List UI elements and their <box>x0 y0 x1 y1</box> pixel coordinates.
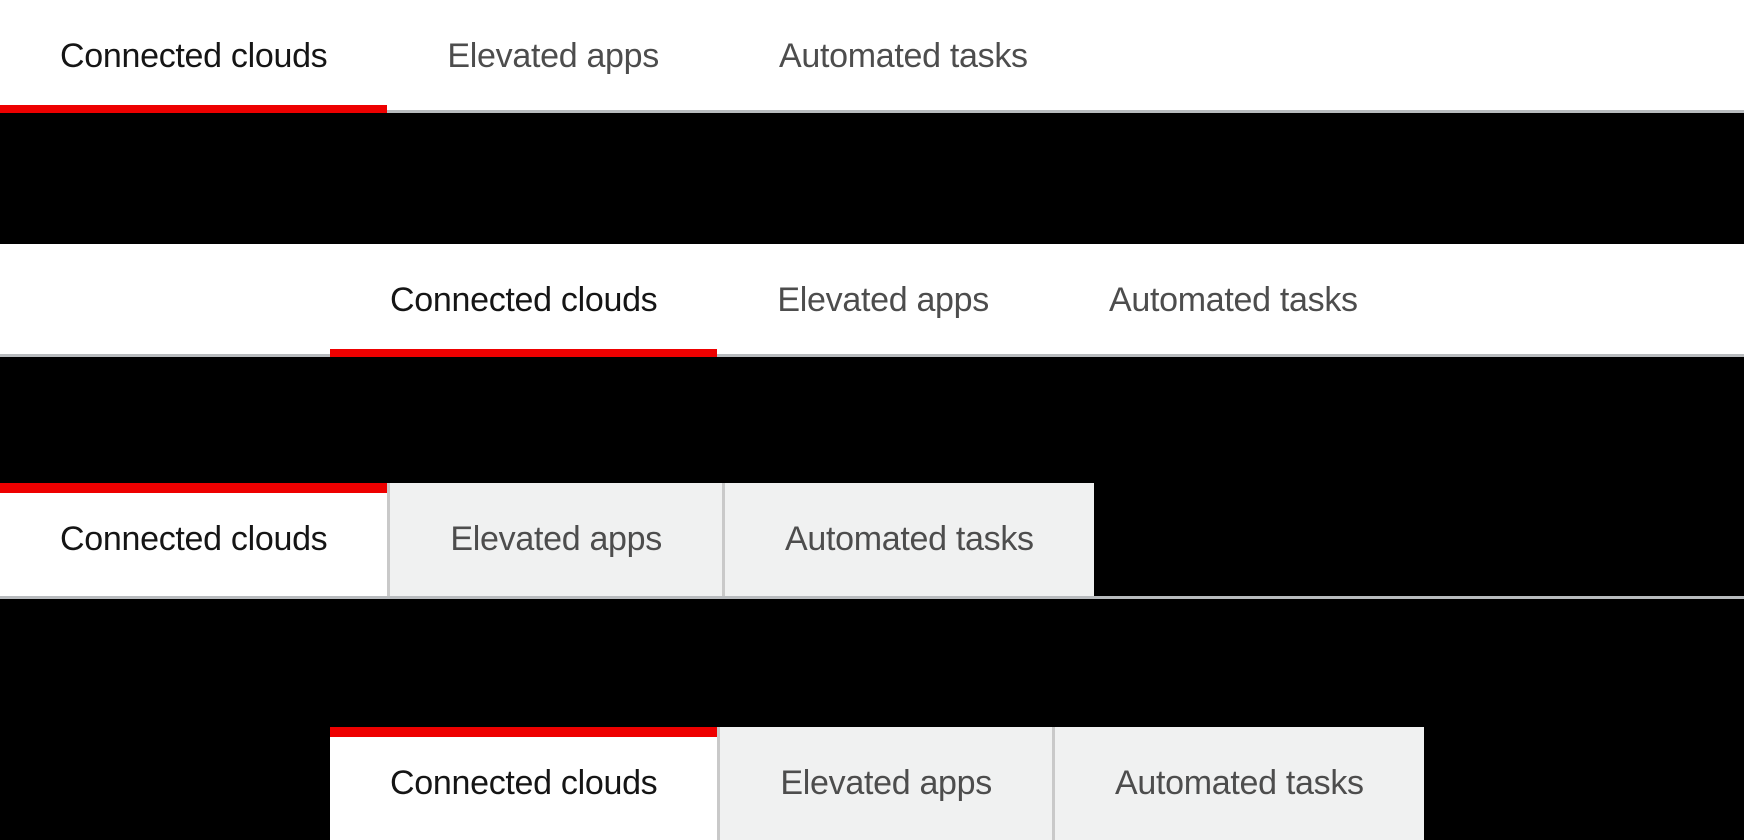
tab-automated-tasks-underline-inset[interactable]: Automated tasks <box>1108 281 1358 319</box>
tab-group-box-inset: Connected clouds Elevated apps Automated… <box>330 727 1424 840</box>
tab-elevated-apps-box-inset[interactable]: Elevated apps <box>717 727 1052 840</box>
box-tab-bar-rule <box>0 596 1744 599</box>
tab-group-underline-inset: Connected clouds Elevated apps Automated… <box>330 244 1418 357</box>
tab-bar-rule-inset <box>0 354 1744 357</box>
tab-automated-tasks-box-default[interactable]: Automated tasks <box>721 483 1094 596</box>
tab-elevated-apps-underline-inset[interactable]: Elevated apps <box>777 281 989 319</box>
tab-connected-clouds-underline-inset[interactable]: Connected clouds <box>330 244 718 357</box>
underline-tabs-default-background <box>0 0 1744 113</box>
tab-connected-clouds-box-inset[interactable]: Connected clouds <box>330 727 718 840</box>
tab-connected-clouds-box-default[interactable]: Connected clouds <box>0 483 388 596</box>
underline-tabs-inset-background <box>0 244 1744 357</box>
tab-automated-tasks-box-inset[interactable]: Automated tasks <box>1051 727 1424 840</box>
tab-elevated-apps-box-default[interactable]: Elevated apps <box>387 483 722 596</box>
tab-group-underline-default: Connected clouds Elevated apps Automated… <box>0 0 1088 113</box>
tab-connected-clouds-underline-default[interactable]: Connected clouds <box>0 0 388 113</box>
tab-elevated-apps-underline-default[interactable]: Elevated apps <box>447 37 659 75</box>
tab-bar-rule-default <box>0 110 1744 113</box>
tab-automated-tasks-underline-default[interactable]: Automated tasks <box>778 37 1028 75</box>
tab-group-box-default: Connected clouds Elevated apps Automated… <box>0 483 1094 596</box>
